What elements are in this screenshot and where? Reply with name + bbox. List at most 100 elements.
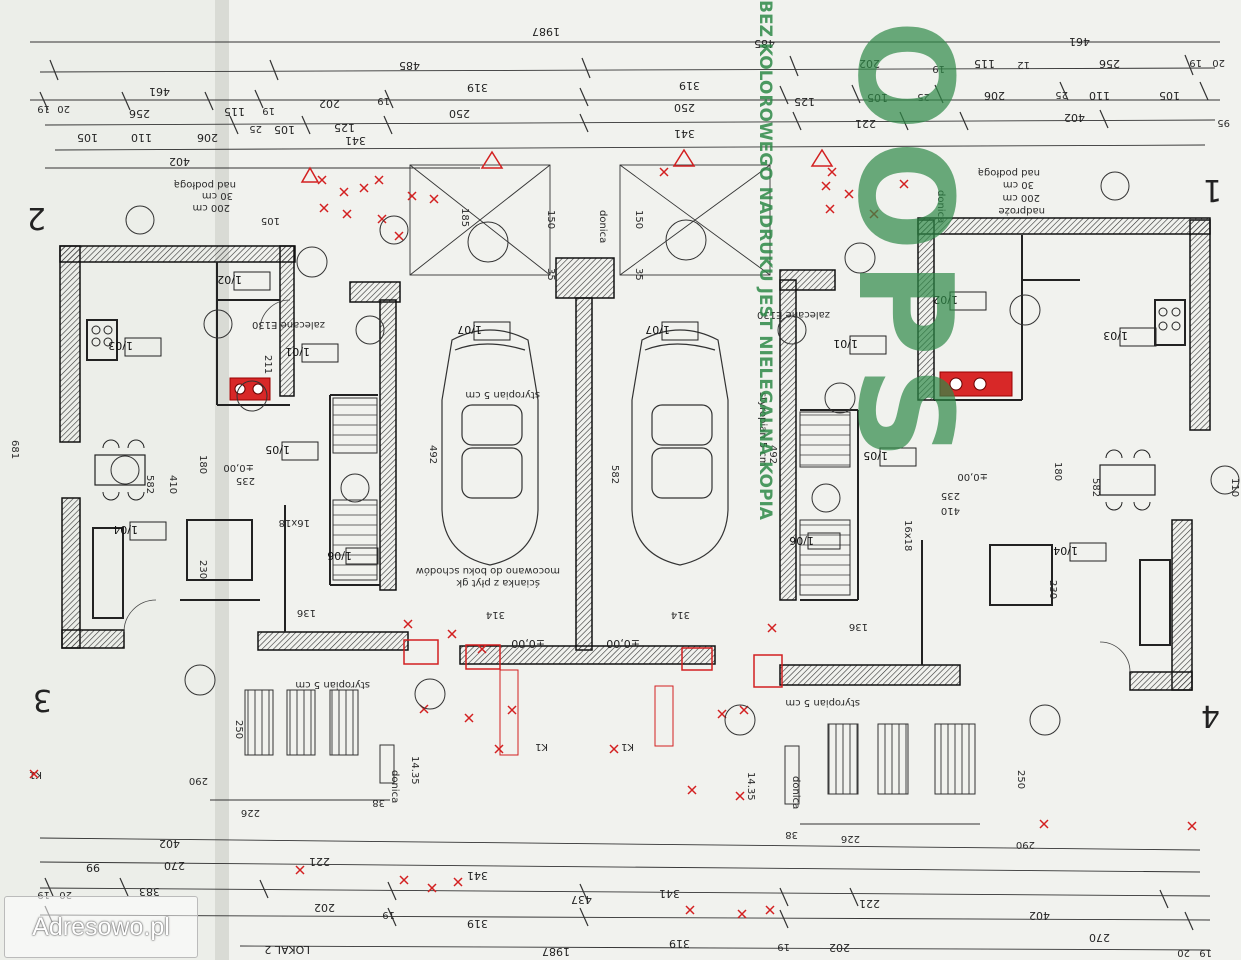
note-label: styropian 5 cm [295, 679, 370, 690]
room-label-1-03: 1/03 [108, 339, 133, 352]
red-annotations [29, 167, 1197, 919]
note-label: zalecane E130 [757, 309, 830, 320]
adresowo-logo[interactable]: Adresowo.pl [4, 896, 198, 958]
dim-label: 180 [197, 455, 208, 474]
dim-label: 19 [932, 63, 945, 74]
dim-label: 492 [767, 445, 778, 464]
dim-label: 202 [314, 901, 335, 914]
note-label: styropian 5 cm [785, 697, 860, 708]
dim-label: 314 [671, 609, 690, 620]
dim-label: 341 [467, 869, 488, 882]
dim-label: 95 [1217, 117, 1230, 128]
watermark: BEZ KOLOROWEGO NADRUKU JEST NIELEGALNA K… [755, 0, 981, 521]
room-label-1-04: 1/04 [1053, 544, 1078, 557]
note-label: nadproże [998, 205, 1045, 216]
wall [379, 299, 397, 591]
wall [459, 645, 716, 665]
dim-label: 402 [1029, 909, 1050, 922]
dim-label: 221 [855, 117, 876, 130]
wall [61, 497, 81, 649]
dim-label: 20 [57, 103, 70, 114]
dim-label: 105 [867, 91, 888, 104]
note-label: styropian 5 cm [465, 389, 540, 400]
dim-label: 314 [486, 609, 505, 620]
note-label: 30 cm [202, 190, 233, 201]
room-label-1-05: 1/05 [863, 449, 888, 462]
dim-label: 19 [1189, 57, 1202, 68]
dim-label: 485 [754, 37, 775, 50]
dim-label: 12 [1017, 59, 1030, 70]
stairs [332, 397, 378, 454]
wall [779, 279, 797, 601]
dim-label: 19 [382, 909, 395, 920]
wall [917, 219, 935, 401]
room-label-1-07: 1/07 [457, 323, 482, 336]
dim-label: 14.35 [409, 756, 420, 785]
wall [349, 281, 401, 303]
red-boxes [300, 148, 834, 688]
table-icon [1099, 464, 1156, 496]
note-label: 200 cm [1002, 192, 1040, 203]
top-ticks [39, 54, 1209, 135]
dim-label: 25 [1055, 89, 1068, 100]
room-label-1-04: 1/04 [113, 523, 138, 536]
stairs [799, 411, 851, 468]
wall [59, 245, 296, 263]
dim-label: 25 [249, 123, 262, 134]
dim-label: 230 [197, 560, 208, 579]
dim-label: 410 [941, 505, 960, 516]
dim-label: 35 [633, 268, 644, 281]
wall [257, 631, 409, 651]
car-icon [441, 329, 539, 566]
wall [279, 245, 295, 397]
dim-label: 35 [545, 268, 556, 281]
dim-label: 319 [669, 937, 690, 950]
top-dimension-lines [30, 41, 1220, 169]
dim-label: 105 [274, 123, 295, 136]
note-label: 30 cm [1003, 179, 1034, 190]
wall [1189, 219, 1211, 431]
watermark-text: BEZ KOLOROWEGO NADRUKU JEST NIELEGALNA K… [755, 0, 775, 521]
room-label-1-02: 1/02 [933, 293, 958, 306]
dim-label: 19 [37, 103, 50, 114]
wall [779, 664, 961, 686]
wall [59, 245, 81, 443]
dim-label: 290 [189, 775, 208, 786]
level-label: ±0,00 [223, 462, 254, 473]
room-label-1-06: 1/06 [789, 534, 814, 547]
dim-label: 20 [1212, 57, 1225, 68]
room-label-1-07: 1/07 [645, 323, 670, 336]
dim-label: 110 [131, 131, 152, 144]
dim-label: 115 [974, 57, 995, 70]
dim-label: 206 [197, 131, 218, 144]
dim-label: 341 [674, 127, 695, 140]
dim-label: 250 [233, 720, 244, 739]
dim-label: K1 [535, 741, 548, 752]
dim-label: 16x18 [279, 517, 310, 528]
dim-label: 136 [297, 607, 316, 618]
dim-label: 402 [1064, 111, 1085, 124]
dim-label: 681 [9, 440, 20, 459]
note-label: donica [597, 210, 608, 243]
dim-label: 19 [777, 941, 790, 952]
dim-label: 319 [467, 81, 488, 94]
dim-label: 402 [159, 837, 180, 850]
sheet-title: LOKAL 2 [264, 943, 310, 956]
top-dim-labels: 1987 485 461 461 485 319 202 19 256 12 1… [37, 25, 1230, 168]
dim-label: 19 [1199, 947, 1212, 958]
dim-label: 341 [659, 887, 680, 900]
room-label-1-03: 1/03 [1103, 329, 1128, 342]
dim-label: K1 [621, 741, 634, 752]
dim-label: 14.35 [745, 772, 756, 801]
level-label: ±0,00 [606, 637, 640, 650]
dim-label: 383 [139, 885, 160, 898]
table-icon [94, 454, 146, 486]
dim-label: 250 [449, 107, 470, 120]
dim-label: 402 [169, 155, 190, 168]
dim-label: 202 [829, 941, 850, 954]
stairs [799, 519, 851, 596]
dim-label: 582 [144, 475, 155, 494]
garages: 1/07 1/07 492 492 582 314 314 ±0,00 ±0,0… [409, 164, 778, 665]
dim-label: 290 [1016, 839, 1035, 850]
